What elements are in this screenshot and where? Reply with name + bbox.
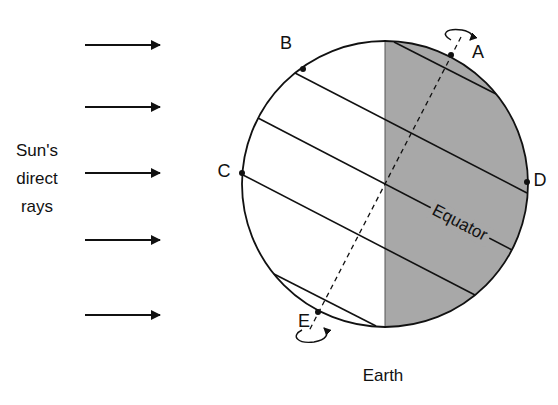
point-dots [239,52,530,315]
earth-axis [309,37,461,331]
point-label: A [472,42,484,63]
rotation-arrow [445,30,472,40]
point-label: D [534,170,547,191]
sun-rays-label: Sun's direct rays [8,137,66,221]
point-label: E [298,311,310,332]
earth-caption: Earth [363,366,404,386]
point-label: B [280,33,292,54]
sun-ray-arrows [85,45,160,315]
point-label: C [218,161,231,182]
night-shading [385,30,558,350]
